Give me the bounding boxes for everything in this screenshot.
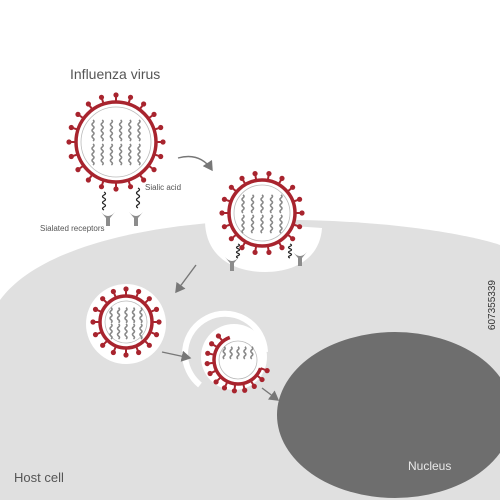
stock-id: 607355339: [487, 280, 498, 331]
sialic-acid-label: Sialic acid: [145, 183, 182, 192]
receptor-icon: [101, 212, 115, 226]
receptor-icon: [225, 257, 239, 271]
sialic-acid-chain: [135, 187, 141, 209]
sialic-acid-chain: [287, 243, 293, 259]
sialic-acid-chain: [235, 243, 241, 259]
diagram-title: Influenza virus: [70, 66, 161, 82]
receptor-icon: [129, 212, 143, 226]
influenza-virus-icon: [219, 171, 305, 255]
nucleus-label: Nucleus: [408, 459, 452, 473]
sialated-receptors-label: Sialated receptors: [40, 224, 105, 233]
sialic-acid-chain: [101, 191, 107, 211]
arrow-icon: [177, 155, 213, 172]
host-cell-label: Host cell: [14, 470, 64, 485]
influenza-virus-icon: [204, 333, 270, 394]
influenza-virus-icon: [90, 286, 162, 358]
receptor-icon: [293, 252, 307, 266]
influenza-virus-icon: [66, 92, 166, 192]
nucleus: [277, 332, 500, 498]
arrow-icon: [175, 264, 197, 294]
endosome-fusing: [182, 310, 268, 388]
arrow-icon: [161, 350, 192, 362]
arrow-icon: [261, 387, 280, 401]
